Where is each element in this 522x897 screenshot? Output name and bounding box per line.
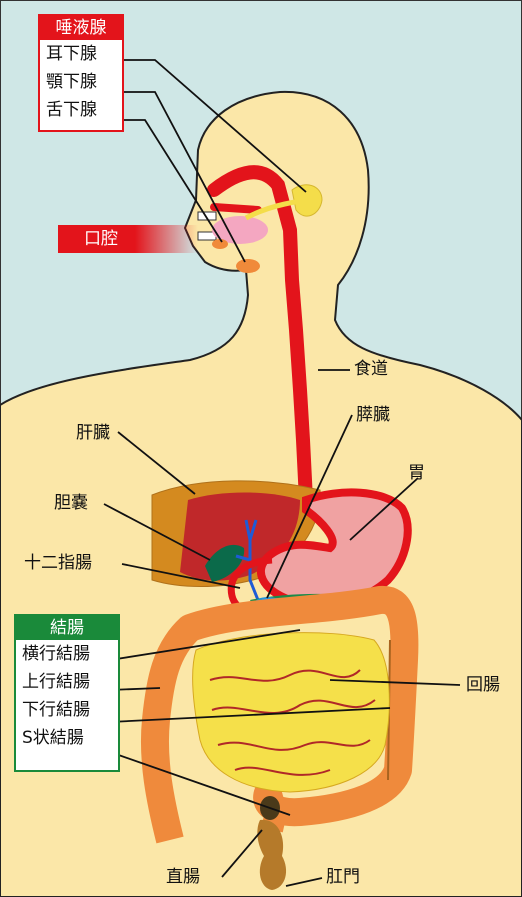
liver-label: 肝臓 [76,422,110,444]
submandibular-gland [236,259,260,273]
sublingual-label: 舌下腺 [40,96,122,124]
oral-cavity-label: 口腔 [58,225,198,253]
transverse-colon-label: 横行結腸 [16,640,118,668]
colon-title: 結腸 [16,616,118,640]
duodenum-label: 十二指腸 [24,552,92,574]
pancreas-label: 膵臓 [356,404,390,426]
ascending-colon-label: 上行結腸 [16,668,118,696]
submandibular-label: 顎下腺 [40,68,122,96]
sigmoid-colon-label: S状結腸 [16,724,118,752]
descending-colon-label: 下行結腸 [16,696,118,724]
anus-label: 肛門 [326,866,360,888]
colon-box: 結腸 横行結腸 上行結腸 下行結腸 S状結腸 [14,614,120,772]
ileum-label: 回腸 [466,674,500,696]
parotid-label: 耳下腺 [40,40,122,68]
salivary-gland-box: 唾液腺 耳下腺 顎下腺 舌下腺 [38,14,124,132]
gallbladder-label: 胆嚢 [54,492,88,514]
rectum-label: 直腸 [166,866,200,888]
stomach-label: 胃 [408,462,425,484]
esophagus-label: 食道 [354,358,388,380]
salivary-gland-title: 唾液腺 [40,16,122,40]
